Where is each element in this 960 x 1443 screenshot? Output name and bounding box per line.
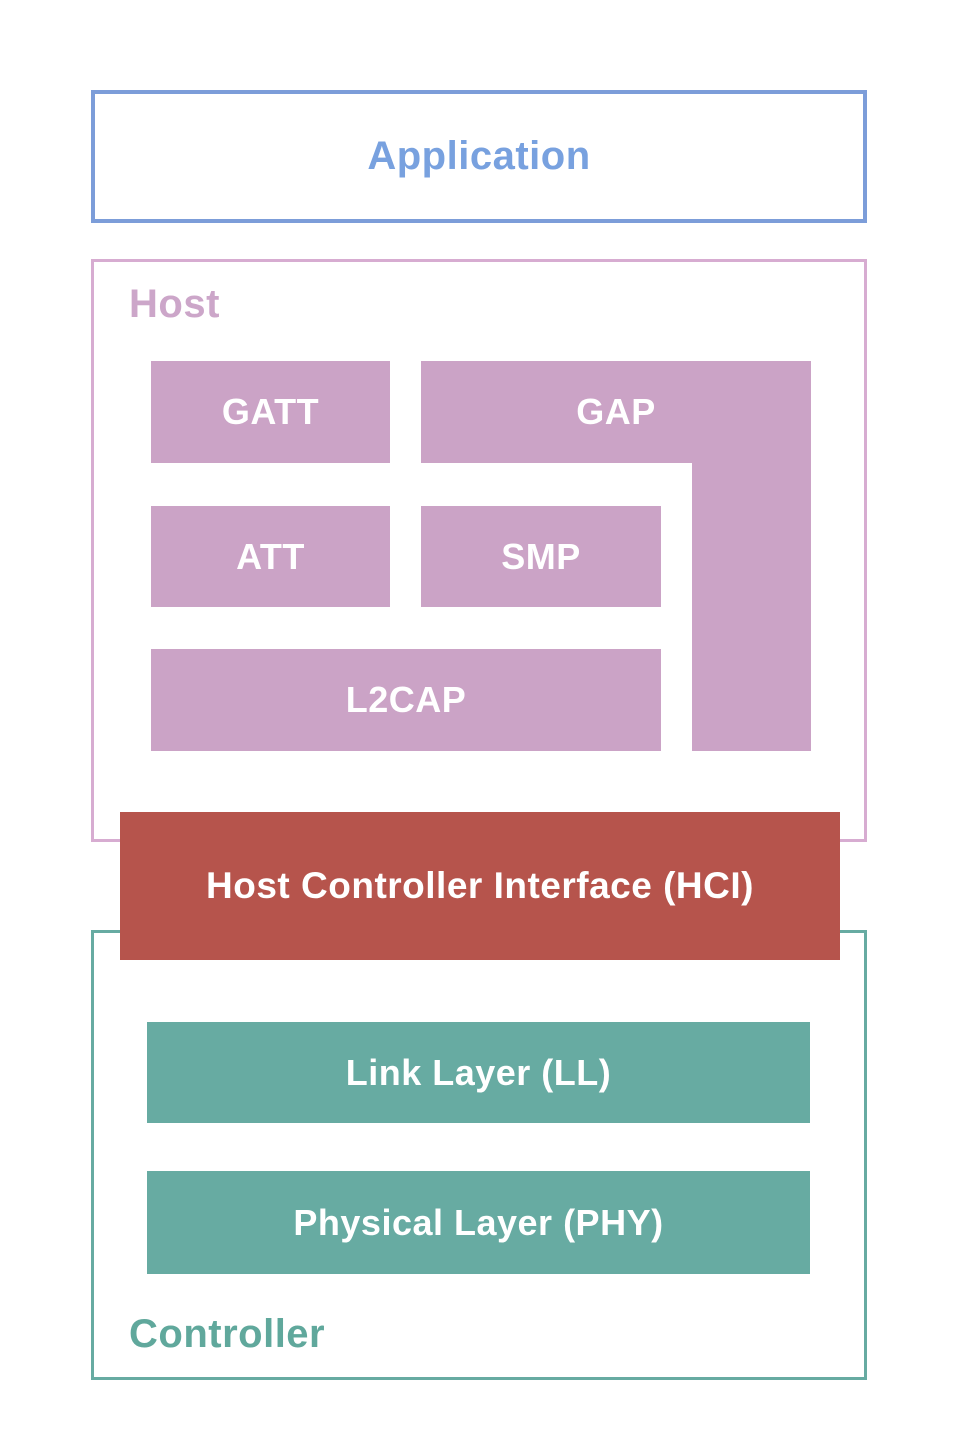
hci-bar: Host Controller Interface (HCI) — [120, 812, 840, 960]
smp-label: SMP — [501, 535, 581, 577]
smp-block: SMP — [421, 506, 661, 607]
physical-layer-label: Physical Layer (PHY) — [293, 1201, 664, 1243]
l2cap-label: L2CAP — [345, 679, 467, 720]
application-box: Application — [91, 90, 867, 223]
att-block: ATT — [151, 506, 390, 607]
gatt-block: GATT — [151, 361, 390, 463]
host-label: Host — [129, 282, 220, 326]
controller-label: Controller — [129, 1312, 326, 1356]
link-layer-label: Link Layer (LL) — [345, 1051, 612, 1093]
gap-block-arm — [692, 463, 811, 751]
application-label: Application — [367, 134, 591, 178]
physical-layer-block: Physical Layer (PHY) — [147, 1171, 810, 1274]
gap-block: GAP — [421, 361, 811, 463]
link-layer-block: Link Layer (LL) — [147, 1022, 810, 1123]
hci-label: Host Controller Interface (HCI) — [206, 865, 754, 906]
gatt-label: GATT — [221, 391, 320, 432]
att-label: ATT — [236, 535, 305, 577]
gap-label: GAP — [576, 391, 656, 432]
l2cap-block: L2CAP — [151, 649, 661, 751]
